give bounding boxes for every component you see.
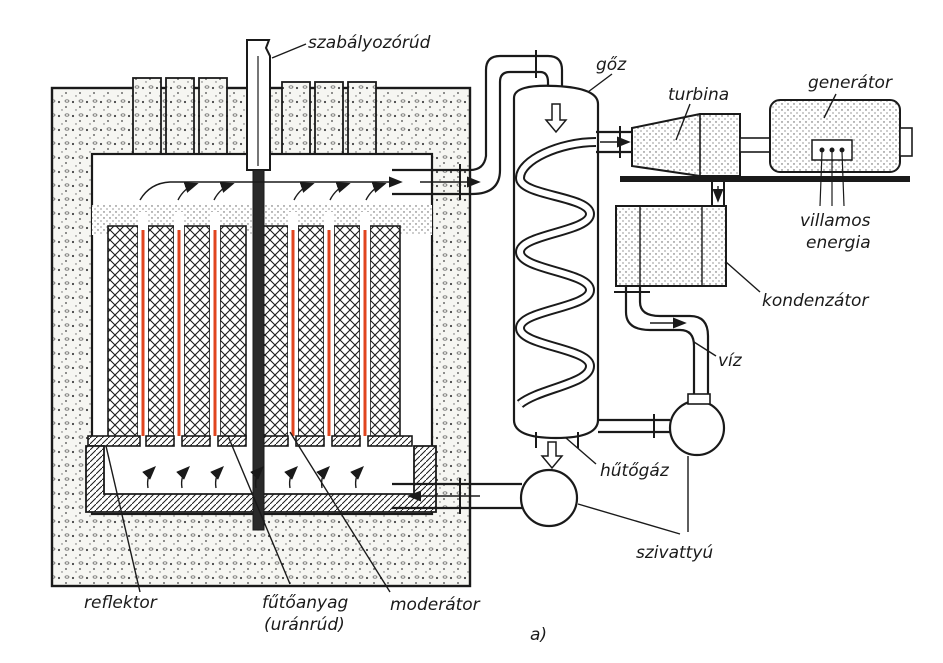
gas-pump — [392, 468, 579, 528]
condenser — [615, 182, 727, 287]
label-moderator: moderátor — [390, 595, 481, 615]
label-pump: szivattyú — [636, 543, 713, 563]
fuel-rods — [141, 230, 367, 436]
label-fuel-1: fűtőanyag — [262, 593, 348, 613]
turbine — [620, 113, 910, 182]
moderator-core — [107, 225, 401, 439]
label-reflector: reflektor — [84, 593, 158, 613]
label-turbine: turbina — [668, 85, 729, 105]
hot-gas-pipe — [392, 50, 564, 200]
steam-line — [596, 126, 632, 158]
label-control-rod: szabályozórúd — [308, 33, 431, 53]
label-steam: gőz — [596, 55, 627, 75]
label-generator: generátor — [808, 73, 893, 93]
label-water: víz — [718, 351, 743, 371]
shield-top-blocks — [132, 77, 377, 155]
control-rod — [246, 39, 271, 531]
labels: szabályozórúd gőz turbina generátor vill… — [84, 33, 893, 645]
gas-flow-top — [139, 176, 403, 201]
gas-flow-bottom — [142, 466, 364, 489]
generator — [769, 99, 913, 207]
leader-lines — [105, 43, 837, 593]
label-electric-energy-1: villamos — [800, 211, 871, 231]
label-electric-energy-2: energia — [806, 233, 871, 253]
label-figure-tag: a) — [530, 625, 547, 645]
lower-plenum — [85, 445, 437, 513]
label-coolant-gas: hűtőgáz — [600, 461, 670, 481]
water-line — [614, 286, 710, 396]
water-pump — [598, 393, 726, 457]
label-condenser: kondenzátor — [762, 291, 869, 311]
steam-generator — [512, 84, 600, 470]
label-fuel-2: (uránrúd) — [264, 615, 345, 635]
reactor — [50, 39, 472, 588]
